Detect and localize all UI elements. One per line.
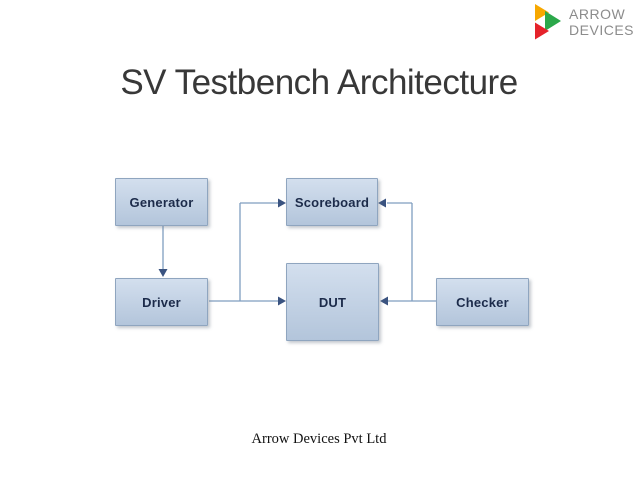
generator-box: Generator bbox=[115, 178, 208, 226]
generator-box-label: Generator bbox=[129, 194, 194, 210]
scoreboard-box-label: Scoreboard bbox=[294, 194, 370, 210]
arrow-devices-logo: ARROW DEVICES bbox=[534, 3, 634, 40]
driver-box-label: Driver bbox=[142, 294, 181, 310]
arrow-devices-logo-icon bbox=[534, 3, 562, 40]
page-title: SV Testbench Architecture bbox=[120, 63, 518, 103]
checker-box: Checker bbox=[436, 278, 529, 326]
arrowhead-into-driver bbox=[158, 269, 168, 277]
scoreboard-box: Scoreboard bbox=[286, 178, 378, 226]
logo-green-triangle-icon bbox=[545, 11, 562, 31]
arrowhead-into-scoreboard-right bbox=[378, 198, 386, 208]
logo-wordmark: ARROW DEVICES bbox=[569, 6, 634, 38]
dut-box-label: DUT bbox=[318, 294, 347, 310]
logo-line1: ARROW bbox=[569, 5, 626, 22]
arrowhead-into-scoreboard-left bbox=[278, 198, 286, 208]
arrowhead-into-dut-right bbox=[380, 296, 388, 306]
logo-red-triangle-icon bbox=[535, 22, 550, 40]
arrowhead-into-dut-left bbox=[278, 296, 286, 306]
logo-line2: DEVICES bbox=[569, 21, 634, 38]
driver-box: Driver bbox=[115, 278, 208, 326]
dut-box: DUT bbox=[286, 263, 379, 341]
checker-box-label: Checker bbox=[456, 294, 509, 310]
footer-company-name: Arrow Devices Pvt Ltd bbox=[251, 431, 387, 447]
logo-yellow-triangle-icon bbox=[535, 4, 550, 21]
